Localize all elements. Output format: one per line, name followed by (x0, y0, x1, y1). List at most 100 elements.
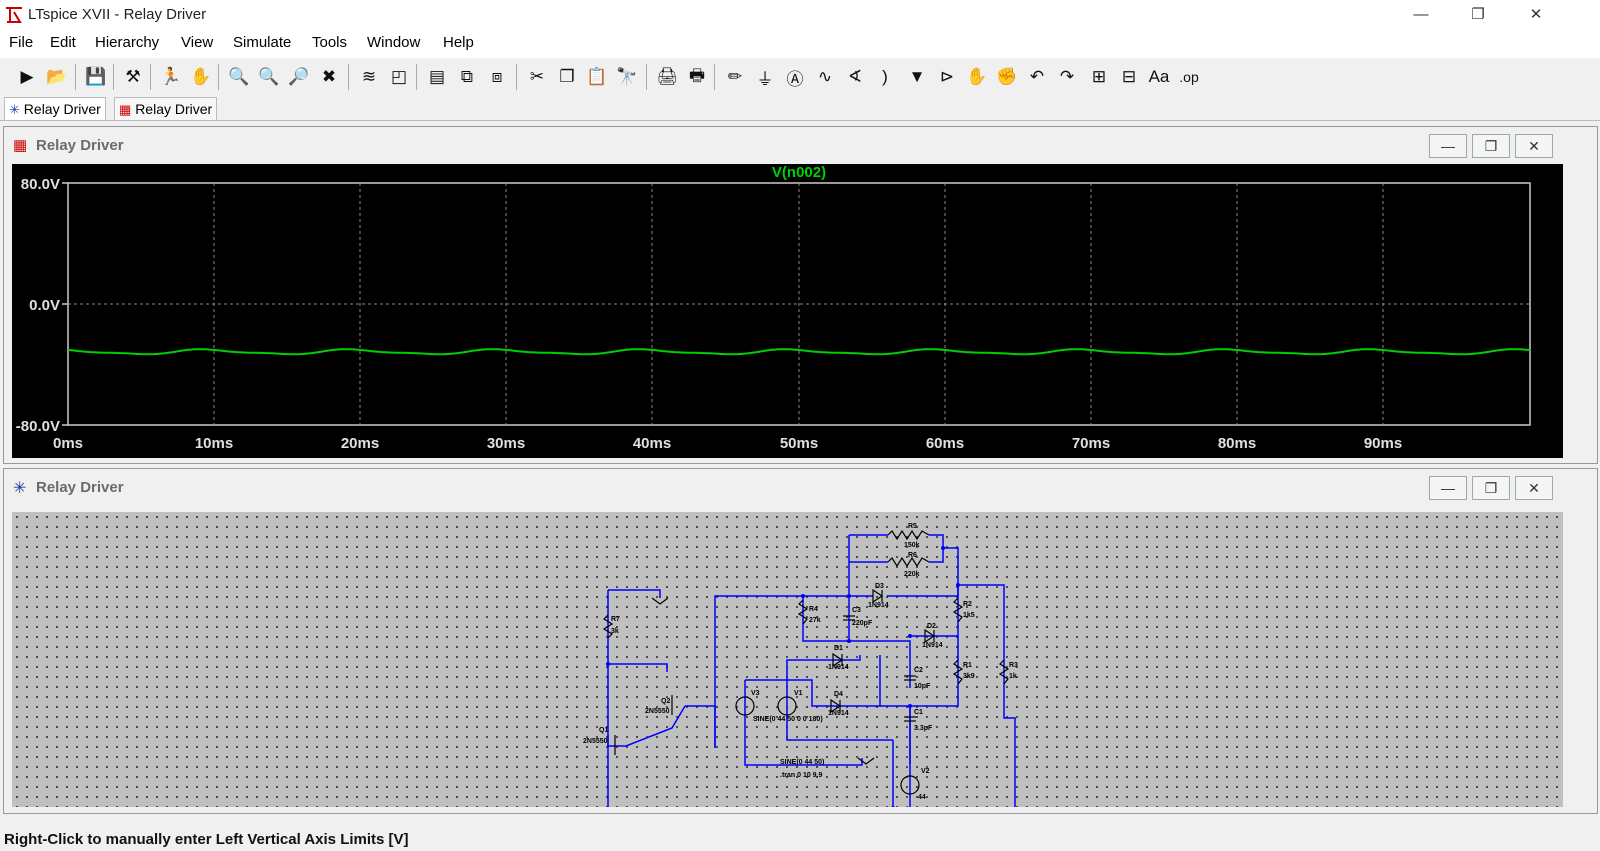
print-preview-icon[interactable]: 🖶 (688, 65, 706, 85)
label-c1: C1 (914, 709, 923, 716)
label-d1: D1 (834, 645, 843, 652)
value-c1: 3.3pF (914, 725, 933, 732)
waveform-restore-button[interactable]: ❐ (1472, 134, 1510, 158)
label-net-icon[interactable]: Ⓐ (786, 69, 804, 89)
value-c3: 220pF (852, 620, 873, 627)
value-d3: 1N914 (868, 602, 889, 609)
zoom-pan-icon[interactable]: 🔍 (258, 67, 280, 86)
value-d4: 1N914 (828, 710, 849, 717)
label-d2: D2 (927, 623, 936, 630)
zoom-out-icon[interactable]: 🔎 (288, 67, 310, 86)
x-tick-label: 0ms (53, 435, 83, 452)
menu-simulate[interactable]: Simulate (233, 34, 292, 51)
menu-tools[interactable]: Tools (312, 34, 348, 51)
save-icon[interactable]: 💾 (85, 67, 107, 86)
waveform-window-icon: ▦ (13, 137, 28, 154)
menu-help[interactable]: Help (443, 34, 474, 51)
tab-schematic[interactable]: ✳ Relay Driver (4, 97, 106, 120)
tile-vertical-icon[interactable]: ⧈ (491, 67, 503, 86)
zoom-fit-icon[interactable]: ✖ (321, 67, 337, 86)
run-simulation-icon[interactable]: 🏃 (160, 67, 182, 86)
status-text: Right-Click to manually enter Left Verti… (4, 831, 409, 848)
tab-bar (0, 96, 1600, 121)
schematic-window-title: Relay Driver (36, 479, 124, 496)
schematic-canvas[interactable]: R5 150k R6 220k D3 1N914 R4 27k C3 220pF… (12, 512, 1563, 810)
label-r2: R2 (963, 601, 972, 608)
menu-hierarchy[interactable]: Hierarchy (95, 34, 160, 51)
undo-icon[interactable]: ↶ (1029, 67, 1045, 86)
menu-window[interactable]: Window (367, 34, 421, 51)
schematic-close-button[interactable]: ✕ (1515, 476, 1553, 500)
close-button[interactable]: ✕ (1529, 6, 1543, 23)
run-icon[interactable]: ▶ (20, 67, 34, 86)
waveform-icon: ▦ (119, 102, 132, 117)
restore-button[interactable]: ❐ (1471, 6, 1485, 23)
x-tick-label: 40ms (633, 435, 671, 452)
value-r4: 27k (809, 617, 821, 624)
label-r7: R7 (611, 616, 620, 623)
trace-v-n002 (67, 348, 1531, 356)
paste-icon[interactable]: 📋 (586, 67, 608, 86)
value-r5: 150k (904, 542, 920, 549)
component-labels: R5 150k R6 220k D3 1N914 R4 27k C3 220pF… (583, 523, 1018, 801)
menu-edit[interactable]: Edit (50, 34, 76, 51)
value-d2: 1N914 (922, 642, 943, 649)
x-tick-label: 70ms (1072, 435, 1110, 452)
cut-icon[interactable]: ✂ (529, 67, 545, 86)
label-c3: C3 (852, 607, 861, 614)
toolbar (0, 58, 1600, 97)
title-bar (0, 0, 1600, 30)
y-tick-label: 0.0V (29, 297, 60, 314)
tab-waveform[interactable]: ▦ Relay Driver (114, 97, 218, 120)
x-tick-label: 60ms (926, 435, 964, 452)
ground-icon[interactable]: ⏚ (756, 69, 774, 89)
tile-horizontal-icon[interactable]: ▤ (428, 67, 446, 86)
minimize-button[interactable]: — (1413, 6, 1429, 23)
control-panel-icon[interactable]: ⚒ (125, 67, 141, 86)
zoom-in-icon[interactable]: 🔍 (228, 67, 250, 86)
capacitor-icon[interactable]: ∢ (847, 67, 863, 86)
label-r4: R4 (809, 606, 818, 613)
menu-file[interactable]: File (9, 34, 34, 51)
sine-source-2: SINE(0 44 50) (780, 759, 824, 766)
text-icon[interactable]: Aa (1148, 67, 1170, 86)
schematic-restore-button[interactable]: ❐ (1472, 476, 1510, 500)
ltspice-logo-icon (6, 7, 22, 23)
value-d1: 1N914 (828, 664, 849, 671)
value-r7: 3k (611, 628, 619, 635)
label-c2: C2 (914, 667, 923, 674)
menu-bar (0, 30, 1600, 58)
value-q1: 2N5550 (583, 738, 608, 745)
diode-icon[interactable]: ▼ (908, 67, 926, 86)
redo-icon[interactable]: ↷ (1059, 67, 1075, 86)
find-icon[interactable]: 🔭 (616, 67, 638, 86)
fft-icon[interactable]: ◰ (390, 67, 408, 86)
rotate-icon[interactable]: ⊞ (1091, 67, 1107, 86)
x-tick-label: 30ms (487, 435, 525, 452)
halt-hand-icon[interactable]: ✋ (190, 67, 212, 86)
spice-directive-icon[interactable]: .op (1179, 69, 1199, 85)
x-tick-label: 90ms (1364, 435, 1402, 452)
mirror-icon[interactable]: ⊟ (1121, 67, 1137, 86)
drag-hand-icon[interactable]: ✊ (996, 67, 1018, 86)
waveform-minimize-button[interactable]: — (1429, 134, 1467, 158)
value-r1: 3k9 (963, 673, 975, 680)
autorange-icon[interactable]: ≋ (361, 67, 377, 86)
label-v3: V3 (751, 690, 760, 697)
draw-wire-icon[interactable]: ✏ (727, 67, 743, 86)
waveform-close-button[interactable]: ✕ (1515, 134, 1553, 158)
component-icon[interactable]: ⊳ (939, 67, 955, 86)
cascade-icon[interactable]: ⧉ (460, 67, 474, 86)
open-folder-icon[interactable]: 📂 (46, 67, 68, 86)
waveform-plot[interactable]: V(n002) 80.0V 0.0V -80.0V 0ms 10ms 20ms … (12, 164, 1563, 458)
inductor-icon[interactable]: ) (882, 67, 888, 86)
label-r6: R6 (908, 552, 917, 559)
print-icon[interactable]: 🖨 (656, 67, 678, 86)
waveform-window-title: Relay Driver (36, 137, 124, 154)
resistor-icon[interactable]: ∿ (817, 67, 833, 86)
trace-label: V(n002) (772, 164, 826, 181)
copy-icon[interactable]: ❐ (559, 67, 575, 86)
move-hand-icon[interactable]: ✋ (966, 67, 988, 86)
menu-view[interactable]: View (181, 34, 214, 51)
schematic-minimize-button[interactable]: — (1429, 476, 1467, 500)
